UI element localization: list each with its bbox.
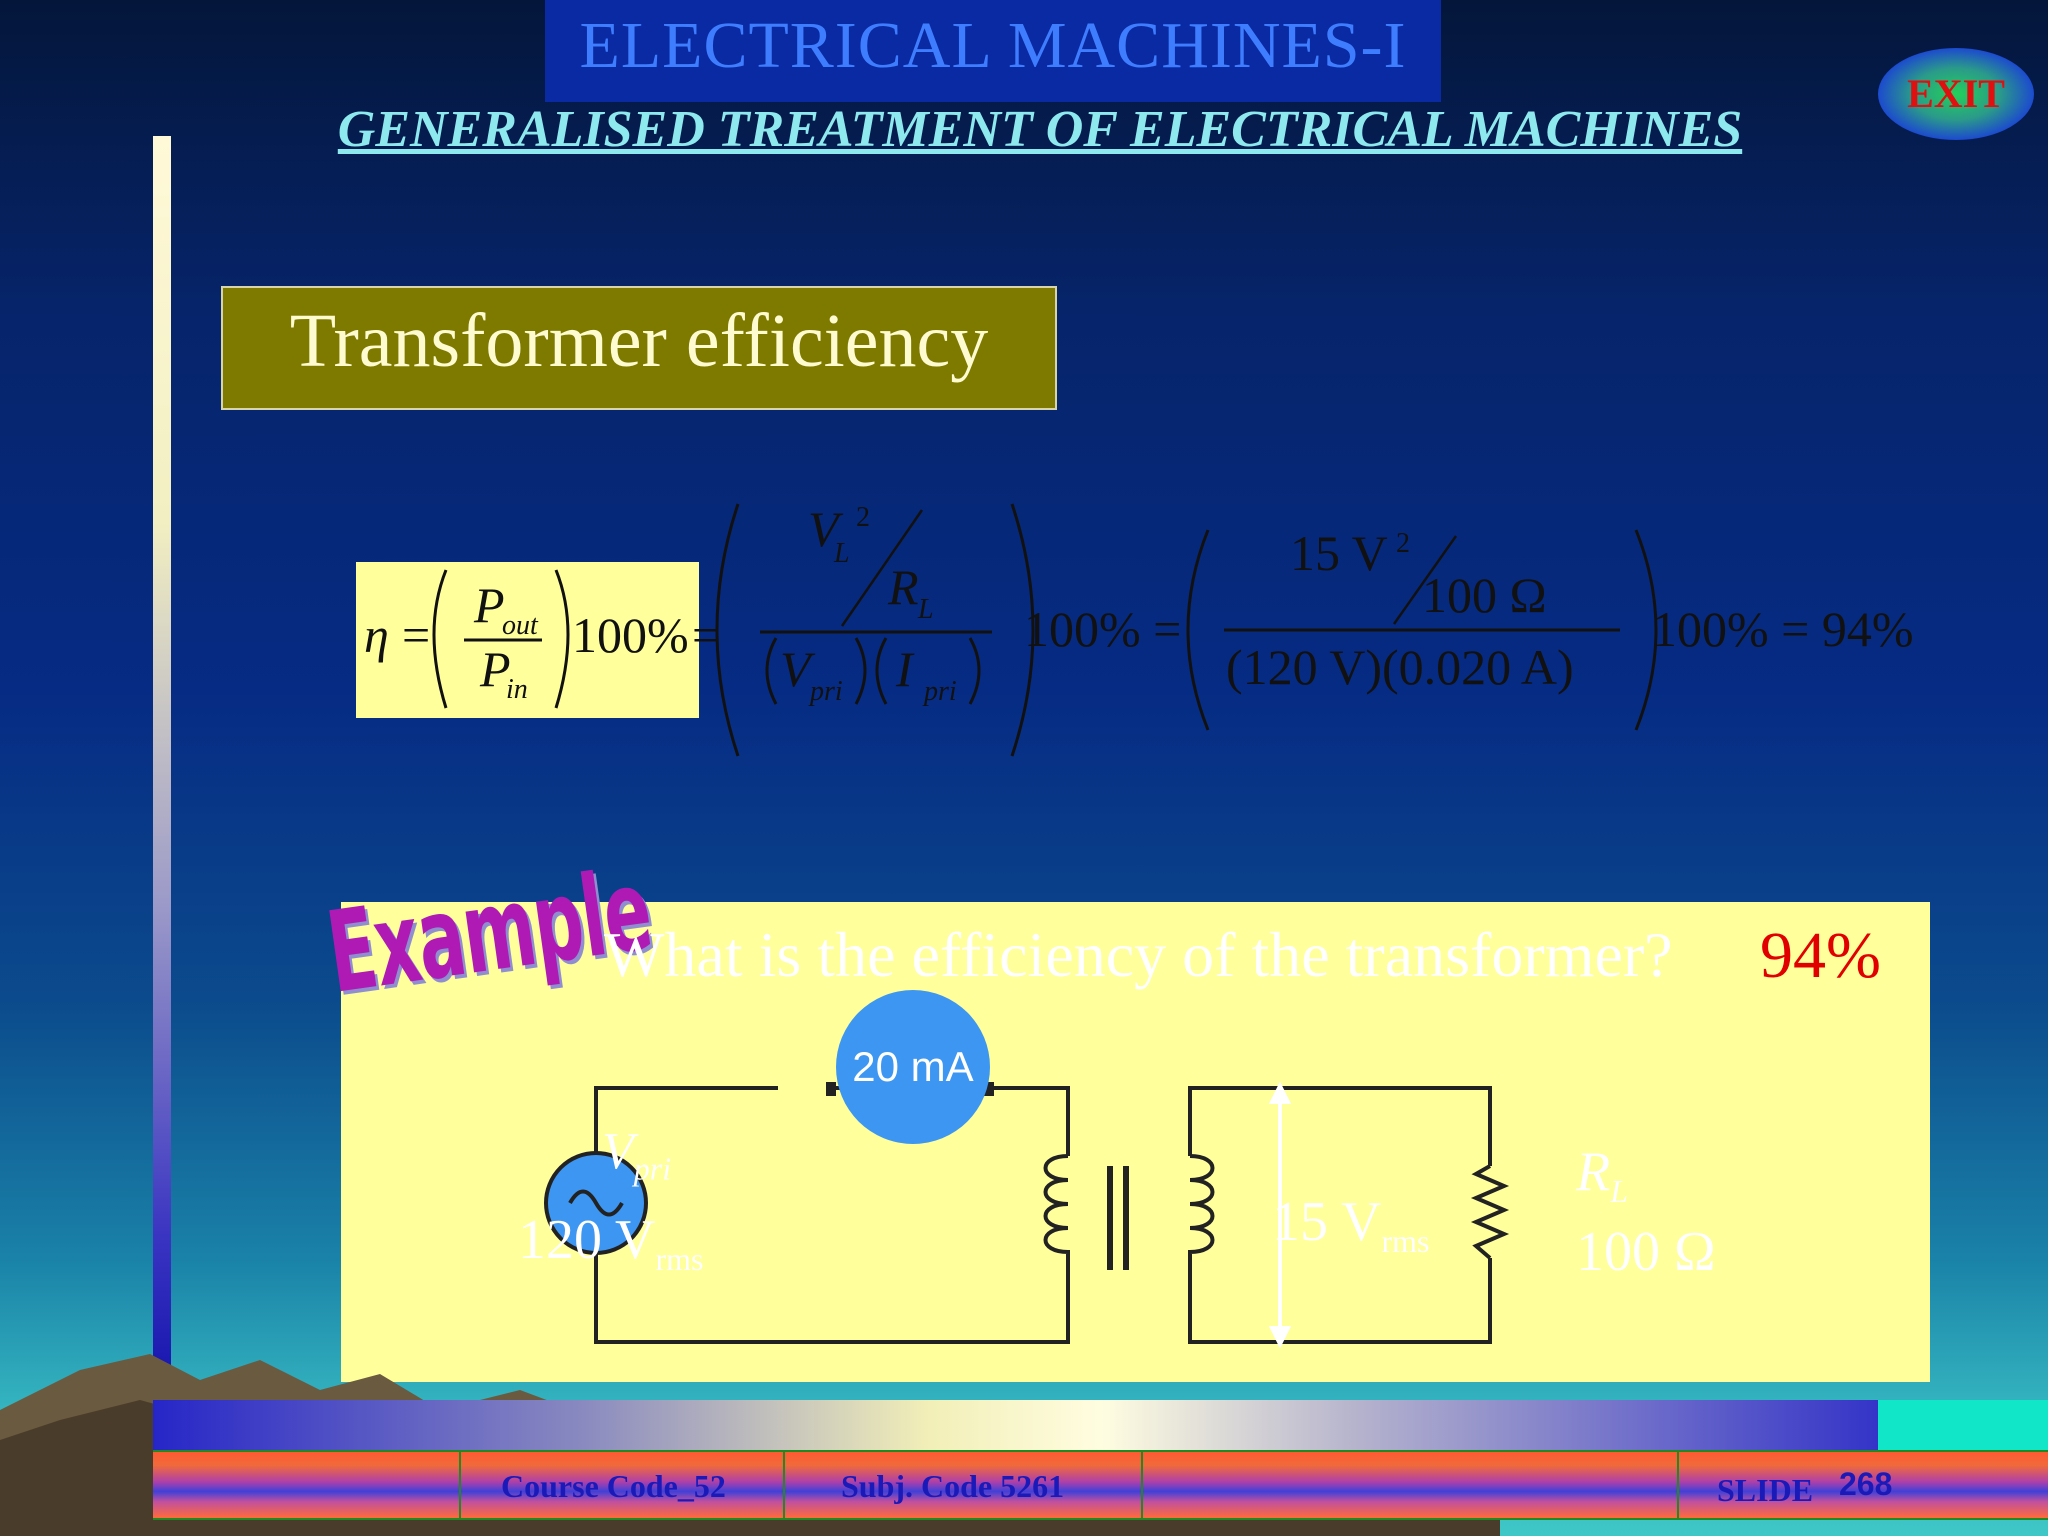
formula-vl: V bbox=[808, 501, 844, 557]
secondary-coil-icon bbox=[1188, 1154, 1215, 1280]
footer-cell-slide: SLIDE 268 bbox=[1679, 1452, 2048, 1518]
ammeter-reading: 20 mA bbox=[836, 990, 990, 1144]
formula-eq: = bbox=[402, 607, 430, 663]
transformer-circuit bbox=[544, 1081, 1510, 1349]
formula-pct1: 100% bbox=[572, 607, 689, 663]
formula-eta: η bbox=[364, 607, 389, 663]
example-panel bbox=[341, 902, 1930, 1382]
formula-vl-sq: 2 bbox=[856, 502, 870, 533]
footer-cell-subject: Subj. Code 5261 bbox=[785, 1452, 1143, 1518]
left-decorative-bar bbox=[153, 136, 171, 1426]
slide-number: 268 bbox=[1839, 1466, 1893, 1502]
load-resistor-label: RL bbox=[1576, 1141, 1629, 1210]
bottom-gradient-bar bbox=[153, 1400, 1878, 1450]
efficiency-formula: η = P out P in 100% = V L 2 R L V pri I … bbox=[364, 501, 1914, 757]
formula-den-v: (120 V)(0.020 A) bbox=[1226, 639, 1574, 695]
formula-ipri: I bbox=[895, 641, 915, 697]
course-code: Course Code_52 bbox=[501, 1468, 726, 1504]
heading-box bbox=[221, 286, 1057, 410]
formula-pout-sub: out bbox=[502, 610, 539, 641]
formula-vl-sub: L bbox=[833, 538, 850, 569]
title-banner bbox=[545, 0, 1441, 102]
bottom-cyan-block bbox=[1878, 1400, 2048, 1450]
footer-bar: Course Code_52 Subj. Code 5261 SLIDE 268 bbox=[153, 1450, 2048, 1520]
load-resistance-value: 100 Ω bbox=[1576, 1221, 1716, 1283]
footer-cell-course: Course Code_52 bbox=[461, 1452, 785, 1518]
formula-pin-sub: in bbox=[506, 674, 528, 705]
section-heading: Transformer efficiency bbox=[289, 299, 989, 383]
exit-button[interactable]: EXIT bbox=[1878, 48, 2034, 140]
footer-cell-empty-1 bbox=[153, 1452, 461, 1518]
formula-rl: R bbox=[887, 559, 919, 615]
secondary-voltage-label: 15 Vrms bbox=[1272, 1191, 1430, 1260]
formula-pout: P bbox=[473, 577, 505, 633]
primary-coil-icon bbox=[1043, 1154, 1070, 1280]
footer-cell-empty-2 bbox=[1143, 1452, 1679, 1518]
resistor-icon bbox=[1470, 1164, 1510, 1260]
example-question: What is the efficiency of the transforme… bbox=[604, 919, 1673, 990]
formula-result: 100% = 94% bbox=[1652, 601, 1914, 657]
subject-code: Subj. Code 5261 bbox=[841, 1468, 1065, 1504]
slide-title: ELECTRICAL MACHINES-I bbox=[579, 9, 1407, 82]
formula-vpri: V bbox=[780, 641, 816, 697]
formula-pct2: 100% = bbox=[1024, 601, 1181, 657]
slide-label: SLIDE bbox=[1717, 1472, 1814, 1508]
slide-subtitle: GENERALISED TREATMENT OF ELECTRICAL MACH… bbox=[337, 101, 1743, 158]
formula-eq2: = bbox=[692, 607, 720, 663]
voltage-arrow-icon bbox=[1268, 1081, 1292, 1349]
formula-rl-sub: L bbox=[917, 594, 934, 625]
formula-num-sq: 2 bbox=[1396, 528, 1410, 559]
formula-den-r: 100 Ω bbox=[1422, 567, 1547, 623]
vpri-label: Vpri bbox=[602, 1123, 672, 1187]
example-answer: 94% bbox=[1760, 919, 1881, 992]
formula-vpri-sub: pri bbox=[808, 676, 843, 707]
source-voltage-label: 120 Vrms bbox=[518, 1209, 704, 1278]
formula-pin: P bbox=[479, 641, 511, 697]
formula-num-val: 15 V bbox=[1290, 525, 1388, 581]
formula-ipri-sub: pri bbox=[922, 676, 957, 707]
